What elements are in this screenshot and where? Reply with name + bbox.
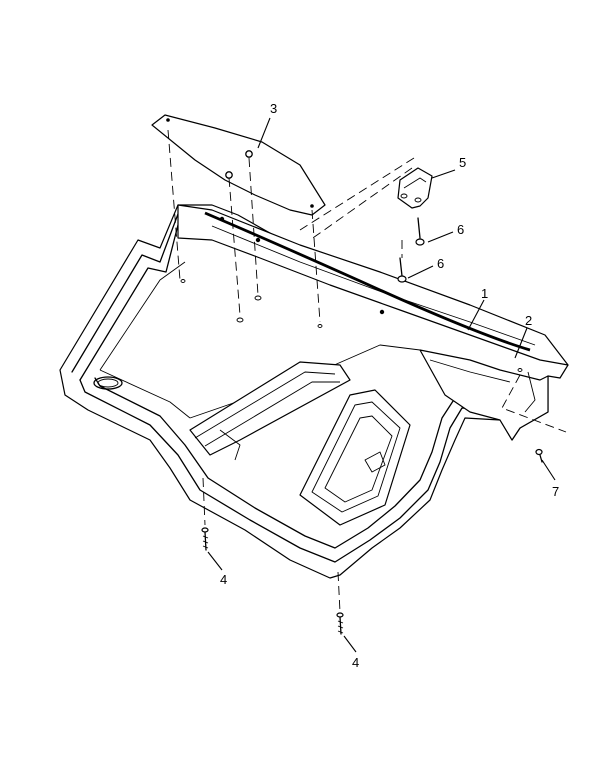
bolt-item-6-upper	[415, 217, 425, 246]
callout-labels: 1 2 3 4 4 5 6 6 7	[220, 101, 559, 670]
assembly-lines	[167, 129, 567, 613]
bolt-item-4-left	[201, 527, 209, 551]
callout-1: 1	[481, 286, 488, 301]
cover-plate-item-3	[151, 114, 326, 216]
callout-7: 7	[552, 484, 559, 499]
callout-2: 2	[525, 313, 532, 328]
bracket-item-5	[397, 167, 433, 209]
callout-5: 5	[459, 155, 466, 170]
callout-3: 3	[270, 101, 277, 116]
floor-pan	[59, 204, 569, 579]
callout-4-left: 4	[220, 572, 227, 587]
callout-6-upper: 6	[457, 222, 464, 237]
callout-6-lower: 6	[437, 256, 444, 271]
callout-leaders	[207, 117, 556, 653]
screw-item-7	[535, 448, 543, 463]
bolt-item-6-lower	[397, 257, 407, 283]
bolt-item-4-right	[336, 612, 344, 635]
callout-4-right: 4	[352, 655, 359, 670]
